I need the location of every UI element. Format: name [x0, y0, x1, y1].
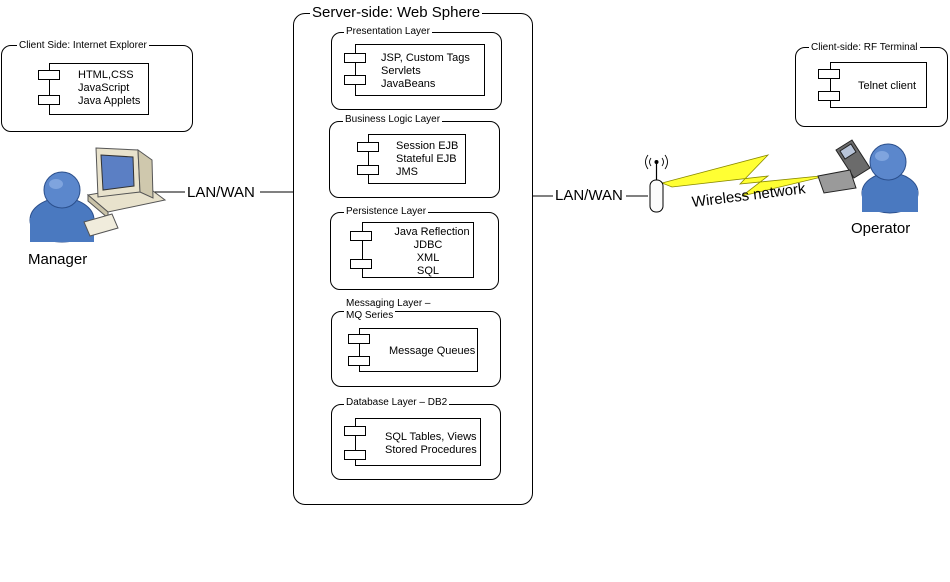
- component-tab: [348, 334, 370, 344]
- component-tab: [818, 69, 840, 79]
- business-item: Session EJB: [396, 140, 459, 152]
- client-ie-item: Java Applets: [78, 95, 141, 107]
- right-link-label: LAN/WAN: [555, 187, 623, 204]
- operator-label: Operator: [851, 220, 911, 237]
- persistence-item: JDBC: [413, 239, 443, 251]
- lightning-icon: [660, 154, 831, 197]
- client-rf-item: Telnet client: [858, 80, 917, 92]
- operator-person-icon: [861, 143, 919, 214]
- messaging-item: Message Queues: [389, 345, 476, 357]
- component-tab: [344, 450, 366, 460]
- client-ie-item: JavaScript: [78, 82, 130, 94]
- client-rf-label: Client-side: RF Terminal: [809, 42, 920, 54]
- left-link-label: LAN/WAN: [187, 184, 255, 201]
- database-item: Stored Procedures: [385, 444, 477, 456]
- antenna-icon: [645, 154, 668, 213]
- business-item: Stateful EJB: [396, 153, 457, 165]
- component-tab: [38, 70, 60, 80]
- presentation-item: JSP, Custom Tags: [381, 52, 470, 64]
- messaging-layer-label: Messaging Layer –: [344, 298, 433, 310]
- messaging-layer-label-line2: MQ Series: [344, 310, 396, 322]
- manager-person-icon: [29, 171, 95, 243]
- database-layer-label: Database Layer – DB2: [344, 397, 450, 409]
- manager-label: Manager: [28, 251, 88, 268]
- computer-icon: [83, 147, 167, 237]
- client-ie-component: [49, 63, 149, 115]
- component-tab: [357, 142, 379, 152]
- persistence-item: SQL: [416, 265, 439, 277]
- persistence-layer-label: Persistence Layer: [344, 206, 429, 218]
- persistence-component: [362, 222, 474, 278]
- component-tab: [818, 91, 840, 101]
- component-tab: [350, 231, 372, 241]
- persistence-item: XML: [416, 252, 440, 264]
- database-item: SQL Tables, Views: [385, 431, 477, 443]
- presentation-layer-label: Presentation Layer: [344, 26, 432, 38]
- business-layer-label: Business Logic Layer: [343, 114, 443, 126]
- component-tab: [357, 165, 379, 175]
- client-ie-label: Client Side: Internet Explorer: [17, 40, 149, 52]
- component-tab: [38, 95, 60, 105]
- database-component: [355, 418, 481, 466]
- phone-icon: [817, 139, 871, 194]
- business-item: JMS: [396, 166, 418, 178]
- client-ie-item: HTML,CSS: [78, 69, 134, 81]
- presentation-item: JavaBeans: [381, 78, 436, 90]
- server-title: Server-side: Web Sphere: [310, 4, 483, 21]
- presentation-item: Servlets: [381, 65, 421, 77]
- client-rf-component: [830, 62, 927, 108]
- component-tab: [344, 53, 366, 63]
- messaging-component: [359, 328, 478, 372]
- persistence-item: Java Reflection: [394, 226, 470, 238]
- presentation-component: [355, 44, 485, 96]
- business-component: [368, 134, 466, 184]
- component-tab: [348, 356, 370, 366]
- component-tab: [344, 75, 366, 85]
- component-tab: [350, 259, 372, 269]
- component-tab: [344, 426, 366, 436]
